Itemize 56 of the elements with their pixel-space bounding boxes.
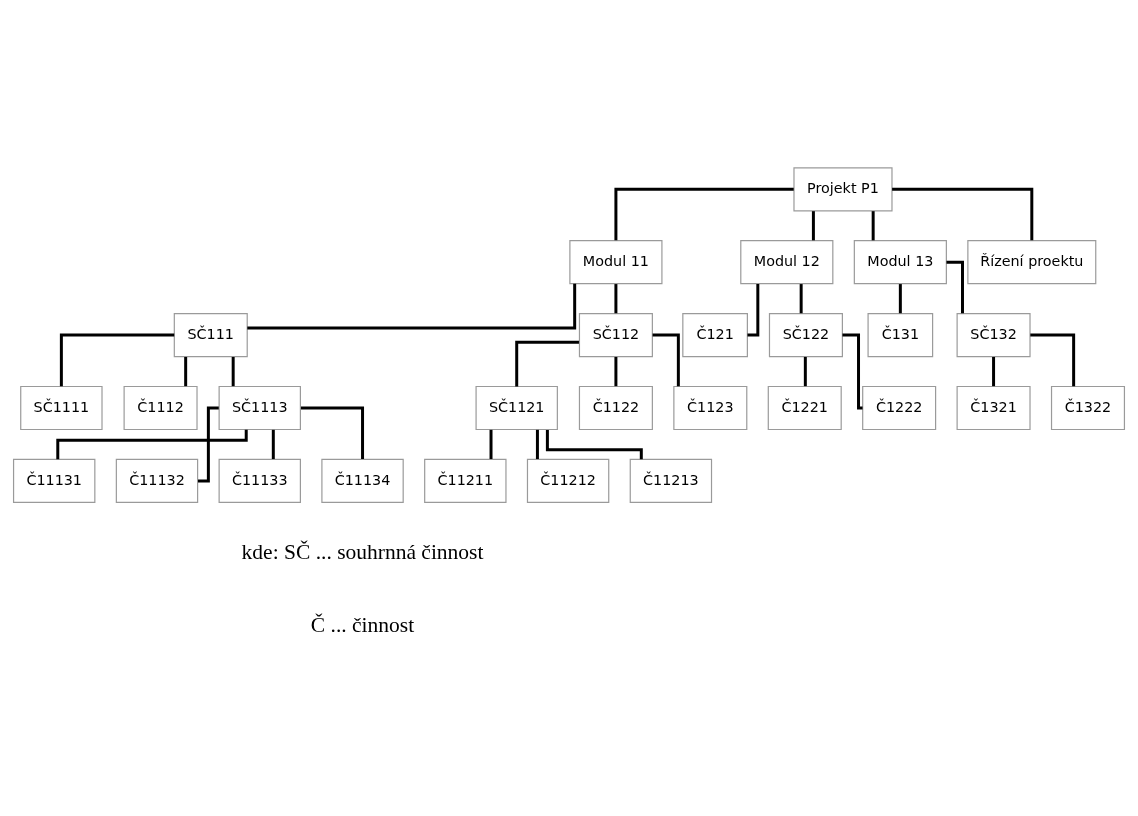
connector bbox=[614, 356, 618, 387]
connector bbox=[247, 283, 577, 330]
node-box: Č1222 bbox=[862, 385, 937, 431]
node-box: Č11132 bbox=[115, 458, 199, 503]
node-box: Č11133 bbox=[218, 458, 301, 503]
node-box: SČ112 bbox=[578, 313, 653, 358]
connector bbox=[992, 356, 996, 387]
node-box: Modul 13 bbox=[853, 240, 947, 285]
connector bbox=[271, 429, 275, 460]
node-box: Č1122 bbox=[578, 385, 653, 431]
connector bbox=[614, 187, 794, 241]
node-box: Č121 bbox=[682, 313, 748, 358]
node-box: Č11134 bbox=[321, 458, 404, 503]
connector bbox=[898, 284, 902, 314]
node-box: Č131 bbox=[867, 313, 934, 358]
node-box: Modul 11 bbox=[569, 240, 663, 285]
connector bbox=[184, 356, 188, 387]
connector bbox=[614, 284, 618, 314]
label: kde: SČ ... souhrnná činnost bbox=[241, 540, 484, 565]
node-box: SČ132 bbox=[956, 313, 1031, 358]
connector bbox=[811, 211, 815, 241]
node-box: SČ1121 bbox=[475, 385, 558, 431]
connector bbox=[842, 333, 863, 410]
connector bbox=[803, 356, 807, 387]
node-box: SČ111 bbox=[173, 313, 248, 358]
node-box: Č1322 bbox=[1050, 385, 1126, 431]
connector bbox=[652, 333, 680, 387]
node-box: Č11213 bbox=[629, 458, 713, 503]
node-box: Č11131 bbox=[12, 458, 96, 503]
node-box: Řízení proektu bbox=[967, 240, 1097, 285]
connector bbox=[892, 187, 1034, 241]
connector bbox=[545, 429, 643, 460]
node-box: Č1321 bbox=[956, 385, 1031, 431]
connector bbox=[489, 429, 493, 460]
node-box: Projekt P1 bbox=[793, 167, 893, 212]
connector bbox=[59, 333, 175, 387]
node-box: SČ1111 bbox=[20, 385, 103, 431]
connector bbox=[1030, 333, 1076, 387]
connector bbox=[799, 284, 803, 314]
connector bbox=[535, 429, 539, 460]
node-box: Č11212 bbox=[526, 458, 610, 503]
connector bbox=[197, 406, 219, 483]
node-box: Č1221 bbox=[767, 385, 842, 431]
connector bbox=[300, 406, 365, 460]
node-box: Č1112 bbox=[123, 385, 198, 431]
node-box: Č11211 bbox=[424, 458, 507, 503]
node-box: SČ122 bbox=[768, 313, 843, 358]
connector bbox=[871, 211, 875, 241]
node-box: SČ1113 bbox=[218, 385, 301, 431]
connector bbox=[231, 356, 235, 387]
connector bbox=[946, 260, 964, 314]
connector bbox=[515, 340, 579, 387]
node-box: Č1123 bbox=[673, 385, 748, 431]
connector bbox=[747, 284, 760, 337]
node-box: Modul 12 bbox=[740, 240, 834, 285]
label: Č ... činnost bbox=[310, 612, 415, 637]
